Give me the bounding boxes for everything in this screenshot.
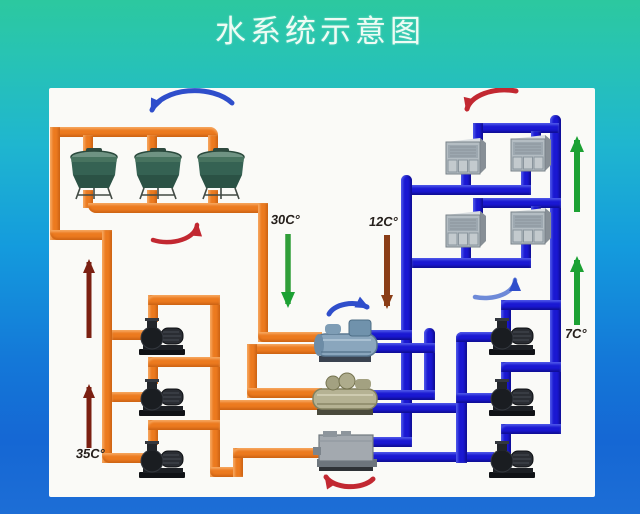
- pipe-blue-mid-vertical: [424, 328, 435, 400]
- chilled-pump-1: [488, 317, 536, 356]
- label-temp-35c: 35C°: [75, 446, 106, 461]
- pipe-blue-chiller1-in: [371, 343, 435, 353]
- pipe-orange-chiller2-out: [210, 400, 320, 410]
- pipe-orange-collect-header: [88, 203, 268, 213]
- pipe-orange-tower1-drop: [83, 190, 93, 208]
- pipe-orange-pump1-inlet: [112, 330, 152, 340]
- pipe-orange-chiller2-in: [247, 388, 322, 398]
- pipe-blue-ahu2-return: [521, 161, 531, 195]
- arrow-curved-blue-pumps: [472, 277, 522, 301]
- cooling-tower-2: [134, 148, 182, 200]
- pipe-blue-right-main: [550, 115, 561, 433]
- arrow-curved-red-left: [150, 222, 203, 245]
- pipe-orange-pump1-loop: [148, 295, 220, 305]
- pipe-blue-pump2-loop: [501, 362, 561, 372]
- label-temp-30c: 30C°: [270, 212, 301, 227]
- cooling-tower-3: [197, 148, 245, 200]
- arrow-curved-blue-chiller: [326, 296, 370, 317]
- condenser-pump-2: [138, 378, 186, 417]
- arrow-curved-red-ahus: [463, 88, 519, 112]
- pipe-blue-row2-return-header: [412, 258, 531, 268]
- pipe-orange-pump2-inlet: [112, 392, 152, 402]
- condenser-pump-3: [138, 440, 186, 479]
- pipe-orange-chiller1-in: [258, 332, 322, 342]
- chilled-pump-2: [488, 378, 536, 417]
- pipe-orange-mid-vertical: [247, 344, 257, 398]
- cooling-tower-1: [70, 148, 118, 200]
- condenser-pump-1: [138, 317, 186, 356]
- pipe-orange-pump3-loop: [148, 420, 220, 430]
- pipe-orange-pump-header: [210, 295, 220, 477]
- pipe-orange-chiller1-out: [247, 344, 322, 354]
- ahu-3: [445, 210, 487, 248]
- diagram-panel: 30C° 12C° 35C° 7C°: [49, 88, 595, 497]
- arrow-curved-blue-towers: [149, 88, 235, 113]
- pipe-blue-bottom-run: [370, 452, 494, 462]
- pipe-orange-pump1-riser: [148, 295, 158, 322]
- pipe-blue-pump1-inlet: [456, 332, 494, 342]
- pipe-orange-pump-header-elbow: [210, 467, 243, 477]
- chiller-2: [312, 372, 378, 416]
- pipe-blue-pump2-inlet: [456, 393, 494, 403]
- pipe-blue-ahu3-return: [461, 236, 471, 268]
- pipe-orange-tower3-drop: [208, 190, 218, 208]
- pipe-orange-left-riser: [50, 127, 60, 240]
- ahu-2: [510, 134, 552, 172]
- pipe-orange-pump2-loop: [148, 357, 220, 367]
- pipe-blue-pump3-loop: [501, 424, 561, 434]
- chilled-pump-3: [488, 440, 536, 479]
- ahu-1: [445, 137, 487, 175]
- pipe-blue-ahu1-return: [461, 164, 471, 195]
- pipe-blue-row1-return-header: [406, 185, 531, 195]
- pipe-blue-ahu4-return: [521, 233, 531, 268]
- pipe-blue-row2-header: [473, 198, 561, 208]
- pipe-orange-tower3-riser: [208, 135, 218, 152]
- pipe-orange-tower2-riser: [147, 135, 157, 152]
- label-temp-7c: 7C°: [564, 326, 588, 341]
- pipe-blue-chiller2-out: [371, 390, 435, 400]
- pipe-orange-pump3-riser: [148, 420, 158, 445]
- pipe-blue-chiller2-in: [371, 403, 467, 413]
- pipe-orange-left-elbow: [50, 230, 112, 240]
- pipe-orange-pump2-riser: [148, 357, 158, 384]
- arrow-curved-red-bottom: [323, 474, 376, 490]
- label-temp-12c: 12C°: [368, 214, 399, 229]
- chiller-3: [312, 430, 378, 472]
- pipe-blue-top-header: [473, 123, 559, 133]
- page-title: 水系统示意图: [215, 14, 425, 49]
- pipe-orange-chiller3-riser: [233, 448, 243, 477]
- pipe-blue-chiller3-out: [371, 437, 412, 447]
- pipe-blue-chiller1-out: [371, 330, 412, 340]
- pipe-orange-chiller3-in: [233, 448, 319, 458]
- pipe-orange-supply-vertical: [258, 203, 268, 342]
- pipe-orange-top-header: [50, 127, 218, 137]
- pipe-blue-ahu3-feed: [473, 198, 483, 224]
- pipe-blue-ahu1-feed: [473, 123, 483, 150]
- pipe-orange-tower2-drop: [147, 190, 157, 208]
- pipe-orange-bottom-elbow: [102, 453, 152, 463]
- ahu-4: [510, 207, 552, 245]
- chiller-1: [313, 319, 378, 363]
- pipe-blue-left-main: [401, 175, 412, 447]
- pipe-orange-return-header: [102, 230, 112, 463]
- pipe-blue-pump1-loop: [501, 300, 561, 310]
- pipe-orange-tower1-riser: [83, 135, 93, 152]
